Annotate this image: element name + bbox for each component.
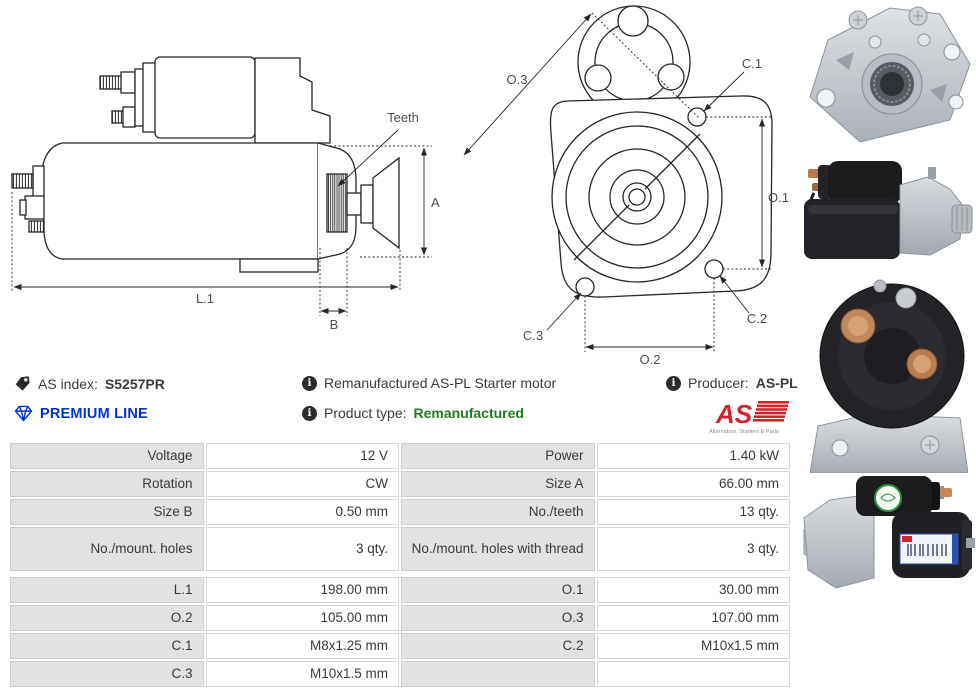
spec-value: 66.00 mm: [596, 471, 790, 497]
tag-icon: [15, 376, 30, 391]
spec-value: 3 qty.: [596, 527, 790, 571]
dim-c1-label: C.1: [742, 56, 762, 71]
spec-table: Voltage 12 V Power 1.40 kW Rotation CW S…: [10, 443, 790, 687]
spec-value: 1.40 kW: [596, 443, 790, 469]
spec-label: Power: [401, 443, 595, 469]
product-type-label: Product type:: [324, 405, 407, 421]
spec-label: Size B: [10, 499, 204, 525]
premium-line-label: PREMIUM LINE: [40, 405, 148, 422]
as-index-value: S5257PR: [104, 375, 165, 392]
as-index-label: AS index:: [38, 375, 98, 392]
spec-value: 0.50 mm: [205, 499, 399, 525]
spec-value: 12 V: [205, 443, 399, 469]
dim-o3-label: O.3: [507, 72, 528, 87]
dim-o1-label: O.1: [768, 190, 789, 205]
as-logo-tagline: Alternators, Starters & Parts: [709, 429, 779, 435]
spec-label: No./teeth: [401, 499, 595, 525]
starter-front-flange-photo[interactable]: [800, 2, 976, 152]
spec-value: M8x1.25 mm: [205, 633, 399, 659]
spec-label: C.1: [10, 633, 204, 659]
info-icon: i: [302, 405, 317, 421]
spec-value: CW: [205, 471, 399, 497]
premium-line-row: PREMIUM LINE: [14, 405, 148, 422]
starter-side-label-photo[interactable]: [800, 470, 976, 595]
spec-label: No./mount. holes with thread: [401, 527, 595, 571]
solenoid-closeup-photo[interactable]: [810, 268, 968, 473]
producer-row: i Producer: AS-PL: [666, 375, 798, 391]
side-view-dimensions: [11, 129, 432, 316]
dim-o2-label: O.2: [640, 352, 661, 367]
diamond-icon: [14, 405, 33, 422]
product-type-value: Remanufactured: [413, 405, 524, 421]
spec-value: [596, 661, 790, 687]
product-description: Remanufactured AS-PL Starter motor: [324, 375, 557, 391]
dim-c3-label: C.3: [523, 328, 543, 343]
spec-label: Size A: [401, 471, 595, 497]
spec-label: C.2: [401, 633, 595, 659]
as-index-row: AS index: S5257PR: [14, 375, 165, 392]
as-logo-stripes: [753, 401, 789, 422]
dim-c2-label: C.2: [747, 311, 767, 326]
spec-label: O.2: [10, 605, 204, 631]
producer-label: Producer:: [688, 375, 749, 391]
info-icon: i: [302, 375, 317, 391]
dim-a-label: A: [431, 195, 440, 210]
front-view-diagram: O.3 C.1 O.1 C.2 C.3 O.2: [463, 5, 789, 367]
spec-label: Voltage: [10, 443, 204, 469]
spec-value: 3 qty.: [205, 527, 399, 571]
starter-front-outline: [549, 5, 773, 298]
producer-value: AS-PL: [755, 375, 798, 391]
spec-label: Rotation: [10, 471, 204, 497]
dim-l1-label: L.1: [196, 291, 214, 306]
product-type-row: i Product type: Remanufactured: [302, 405, 524, 421]
side-view-diagram: Teeth A L.1 B: [11, 56, 440, 332]
starter-side-outline: [11, 56, 400, 273]
info-icon: i: [666, 375, 681, 391]
description-row: i Remanufactured AS-PL Starter motor: [302, 375, 556, 391]
spec-value: M10x1.5 mm: [205, 661, 399, 687]
spec-label: L.1: [10, 577, 204, 603]
as-logo: AS Alternators, Starters & Parts: [709, 399, 789, 435]
dim-b-label: B: [330, 317, 339, 332]
spec-label: [401, 661, 595, 687]
as-logo-text: AS: [715, 399, 753, 429]
spec-value: 105.00 mm: [205, 605, 399, 631]
spec-section-electrical: Voltage 12 V Power 1.40 kW Rotation CW S…: [10, 443, 790, 571]
starter-side-photo[interactable]: [800, 155, 976, 265]
teeth-label: Teeth: [387, 110, 419, 125]
spec-value: 198.00 mm: [205, 577, 399, 603]
spec-value: M10x1.5 mm: [596, 633, 790, 659]
spec-value: 13 qty.: [596, 499, 790, 525]
spec-label: O.3: [401, 605, 595, 631]
spec-label: No./mount. holes: [10, 527, 204, 571]
spec-section-dimensions: L.1 198.00 mm O.1 30.00 mm O.2 105.00 mm…: [10, 577, 790, 687]
spec-value: 30.00 mm: [596, 577, 790, 603]
front-view-dimensions: [463, 12, 772, 352]
spec-label: O.1: [401, 577, 595, 603]
spec-label: C.3: [10, 661, 204, 687]
spec-value: 107.00 mm: [596, 605, 790, 631]
